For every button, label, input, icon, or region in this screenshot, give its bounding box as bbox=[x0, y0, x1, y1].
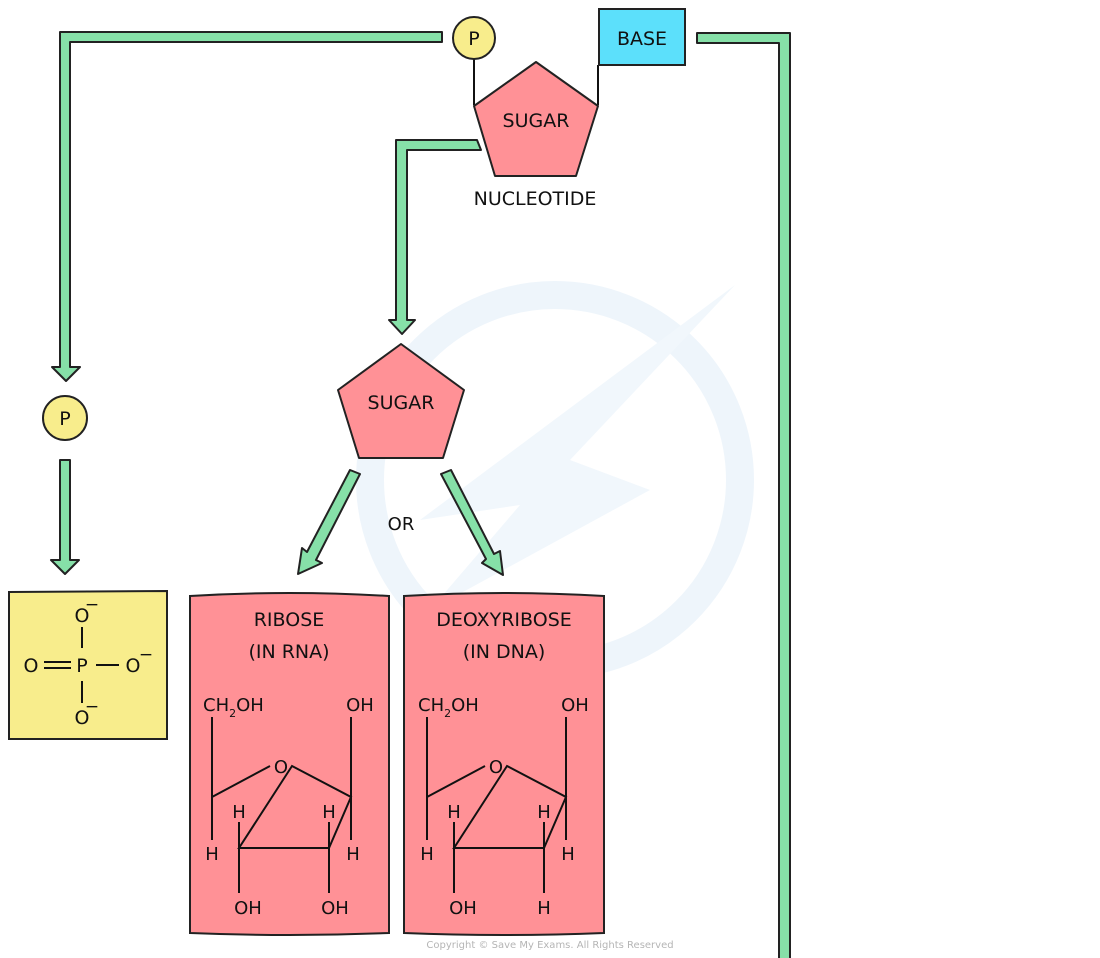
nucleotide-sugar: SUGAR bbox=[473, 61, 599, 177]
deoxyribose-card: DEOXYRIBOSE (IN DNA) O CH2OH OH H H H H … bbox=[403, 592, 605, 936]
deoxyribose-c1-oh: OH bbox=[561, 695, 589, 716]
deoxyribose-ring-oxygen: O bbox=[489, 757, 503, 778]
phosphate-right-atom: O bbox=[126, 655, 141, 677]
phosphate-top-charge: − bbox=[85, 595, 99, 615]
deoxyribose-subtitle: (IN DNA) bbox=[463, 641, 546, 663]
nucleotide-sugar-label: SUGAR bbox=[503, 110, 570, 132]
deoxyribose-c2-h-bottom: H bbox=[537, 898, 551, 919]
arrow-to-deoxyribose bbox=[440, 469, 504, 576]
ribose-c2-h: H bbox=[322, 802, 336, 823]
deoxyribose-title: DEOXYRIBOSE bbox=[436, 609, 572, 631]
phosphate-bottom-charge: − bbox=[85, 697, 99, 717]
phosphate-left-atom: O bbox=[24, 655, 39, 677]
ribose-ring-oxygen: O bbox=[274, 757, 288, 778]
phosphate-top-atom: O bbox=[75, 605, 90, 627]
nucleotide-phosphate: P bbox=[452, 16, 496, 60]
ribose-card: RIBOSE (IN RNA) O CH2OH OH H H H H OH OH bbox=[189, 592, 390, 936]
deoxyribose-c1-h: H bbox=[561, 844, 575, 865]
deoxyribose-c2-h: H bbox=[537, 802, 551, 823]
ribose-c1-oh: OH bbox=[346, 695, 374, 716]
arrow-to-ribose bbox=[297, 469, 361, 575]
ribose-c3-h: H bbox=[232, 802, 246, 823]
ribose-title: RIBOSE bbox=[254, 609, 325, 631]
arrow-to-phosphate-structure bbox=[50, 459, 80, 575]
arrow-from-base bbox=[696, 32, 791, 958]
phosphate-bottom-atom: O bbox=[75, 707, 90, 729]
ribose-c4-h: H bbox=[205, 844, 219, 865]
ribose-c2-oh: OH bbox=[321, 898, 349, 919]
ribose-ch2oh: CH2OH bbox=[203, 695, 264, 720]
phosphate-center-atom: P bbox=[76, 655, 87, 677]
or-connector: OR bbox=[388, 514, 415, 535]
ribose-subtitle: (IN RNA) bbox=[248, 641, 329, 663]
copyright-notice: Copyright © Save My Exams. All Rights Re… bbox=[426, 940, 673, 951]
phosphate-right-charge: − bbox=[139, 645, 153, 665]
arrow-to-sugar bbox=[388, 139, 482, 335]
ribose-c1-h: H bbox=[346, 844, 360, 865]
phosphate-circle: P bbox=[42, 395, 88, 441]
phosphate-structure: P O − O O − O − bbox=[8, 589, 168, 740]
arrow-to-phosphate bbox=[51, 31, 443, 382]
nucleotide-base: BASE bbox=[598, 8, 686, 66]
ribose-c3-oh: OH bbox=[234, 898, 262, 919]
sugar-label: SUGAR bbox=[368, 392, 435, 414]
deoxyribose-c3-h: H bbox=[447, 802, 461, 823]
deoxyribose-ch2oh: CH2OH bbox=[418, 695, 479, 720]
nucleotide-phosphate-label: P bbox=[468, 28, 479, 50]
nucleotide-base-label: BASE bbox=[617, 28, 667, 50]
nucleotide-caption: NUCLEOTIDE bbox=[474, 188, 597, 210]
deoxyribose-c3-oh: OH bbox=[449, 898, 477, 919]
deoxyribose-c4-h: H bbox=[420, 844, 434, 865]
phosphate-circle-label: P bbox=[59, 408, 70, 430]
sugar-pentagon: SUGAR bbox=[337, 343, 465, 459]
